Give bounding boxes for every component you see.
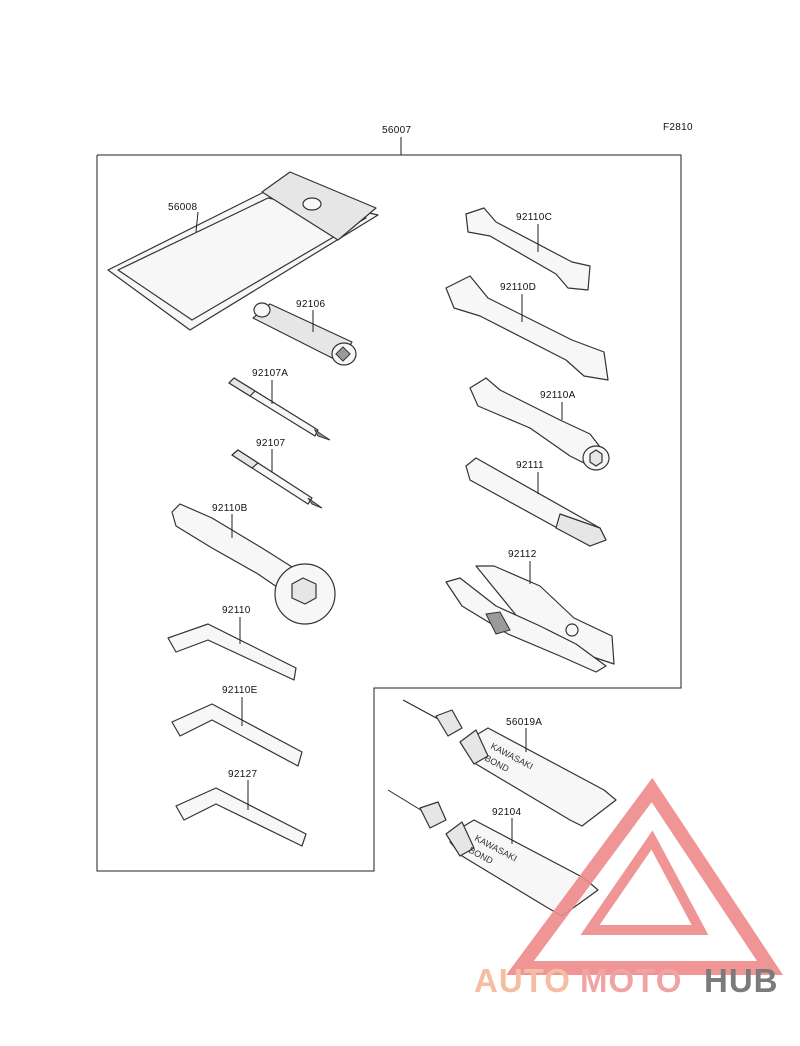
- watermark-logo: AUTO MOTO HUB: [474, 777, 784, 999]
- plug-wrench: [469, 377, 610, 471]
- hex-key-127-tool: [175, 787, 307, 847]
- label-bar: 92111: [516, 460, 544, 471]
- label-case: 56008: [168, 202, 197, 213]
- bond-tube-a: KAWASAKI BOND: [402, 699, 617, 827]
- tommy-bar: [465, 457, 607, 547]
- label-plug-wrench: 92110A: [540, 390, 576, 401]
- label-driver: 92107: [256, 438, 285, 449]
- label-pliers: 92112: [508, 549, 537, 560]
- hex-key-tool: [167, 623, 297, 681]
- bond-tube: KAWASAKI BOND: [387, 789, 599, 917]
- label-bond: 92104: [492, 807, 521, 818]
- label-hex-key-e: 92110E: [222, 685, 258, 696]
- driver-bit: [231, 449, 323, 509]
- label-wrench-d: 92110D: [500, 282, 536, 293]
- watermark-triangle-icon: [506, 777, 784, 975]
- label-kit: 56007: [382, 125, 411, 136]
- label-wrench-c: 92110C: [516, 212, 552, 223]
- driver-bit-a: [228, 377, 331, 441]
- watermark-hub: HUB: [704, 962, 779, 999]
- tool-case: [107, 171, 379, 331]
- kit-frame: [96, 154, 682, 872]
- label-driver-a: 92107A: [252, 368, 288, 379]
- open-wrench-c: [465, 207, 591, 291]
- label-hex-key-127: 92127: [228, 769, 257, 780]
- figure-code: F2810: [663, 122, 693, 133]
- label-ring-wrench: 92110B: [212, 503, 248, 514]
- label-handle: 92106: [296, 299, 325, 310]
- pliers-tool: [445, 565, 615, 673]
- watermark-auto: AUTO: [474, 962, 571, 999]
- ring-wrench: [171, 503, 336, 625]
- hex-key-e-tool: [171, 703, 303, 767]
- open-wrench-d: [445, 275, 609, 381]
- handle-tool: [252, 302, 357, 366]
- label-bond-a: 56019A: [506, 717, 542, 728]
- label-hex-key: 92110: [222, 605, 251, 616]
- watermark-moto: MOTO: [580, 962, 682, 999]
